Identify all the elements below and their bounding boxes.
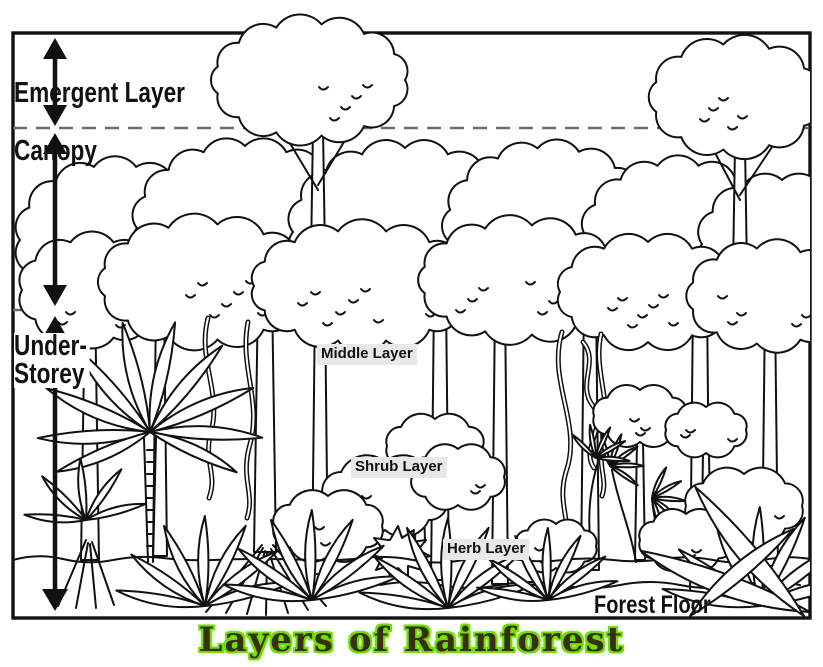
shrub-layer-label: Shrub Layer [351, 457, 447, 478]
understorey-label: Under- Storey [14, 331, 91, 389]
middle-layer-label: Middle Layer [317, 344, 417, 365]
emergent-layer-label: Emergent Layer [14, 77, 185, 109]
forest-floor-label: Forest Floor [594, 591, 711, 619]
emergent-tree-left [210, 13, 409, 319]
extent-arrow-emergent [43, 38, 67, 126]
canopy-label: Canopy [14, 135, 97, 167]
extent-arrow-canopy [43, 133, 67, 306]
page-title: Layers of Rainforest [198, 620, 625, 660]
palm-tree [23, 320, 264, 563]
herb-layer-label: Herb Layer [443, 539, 530, 560]
